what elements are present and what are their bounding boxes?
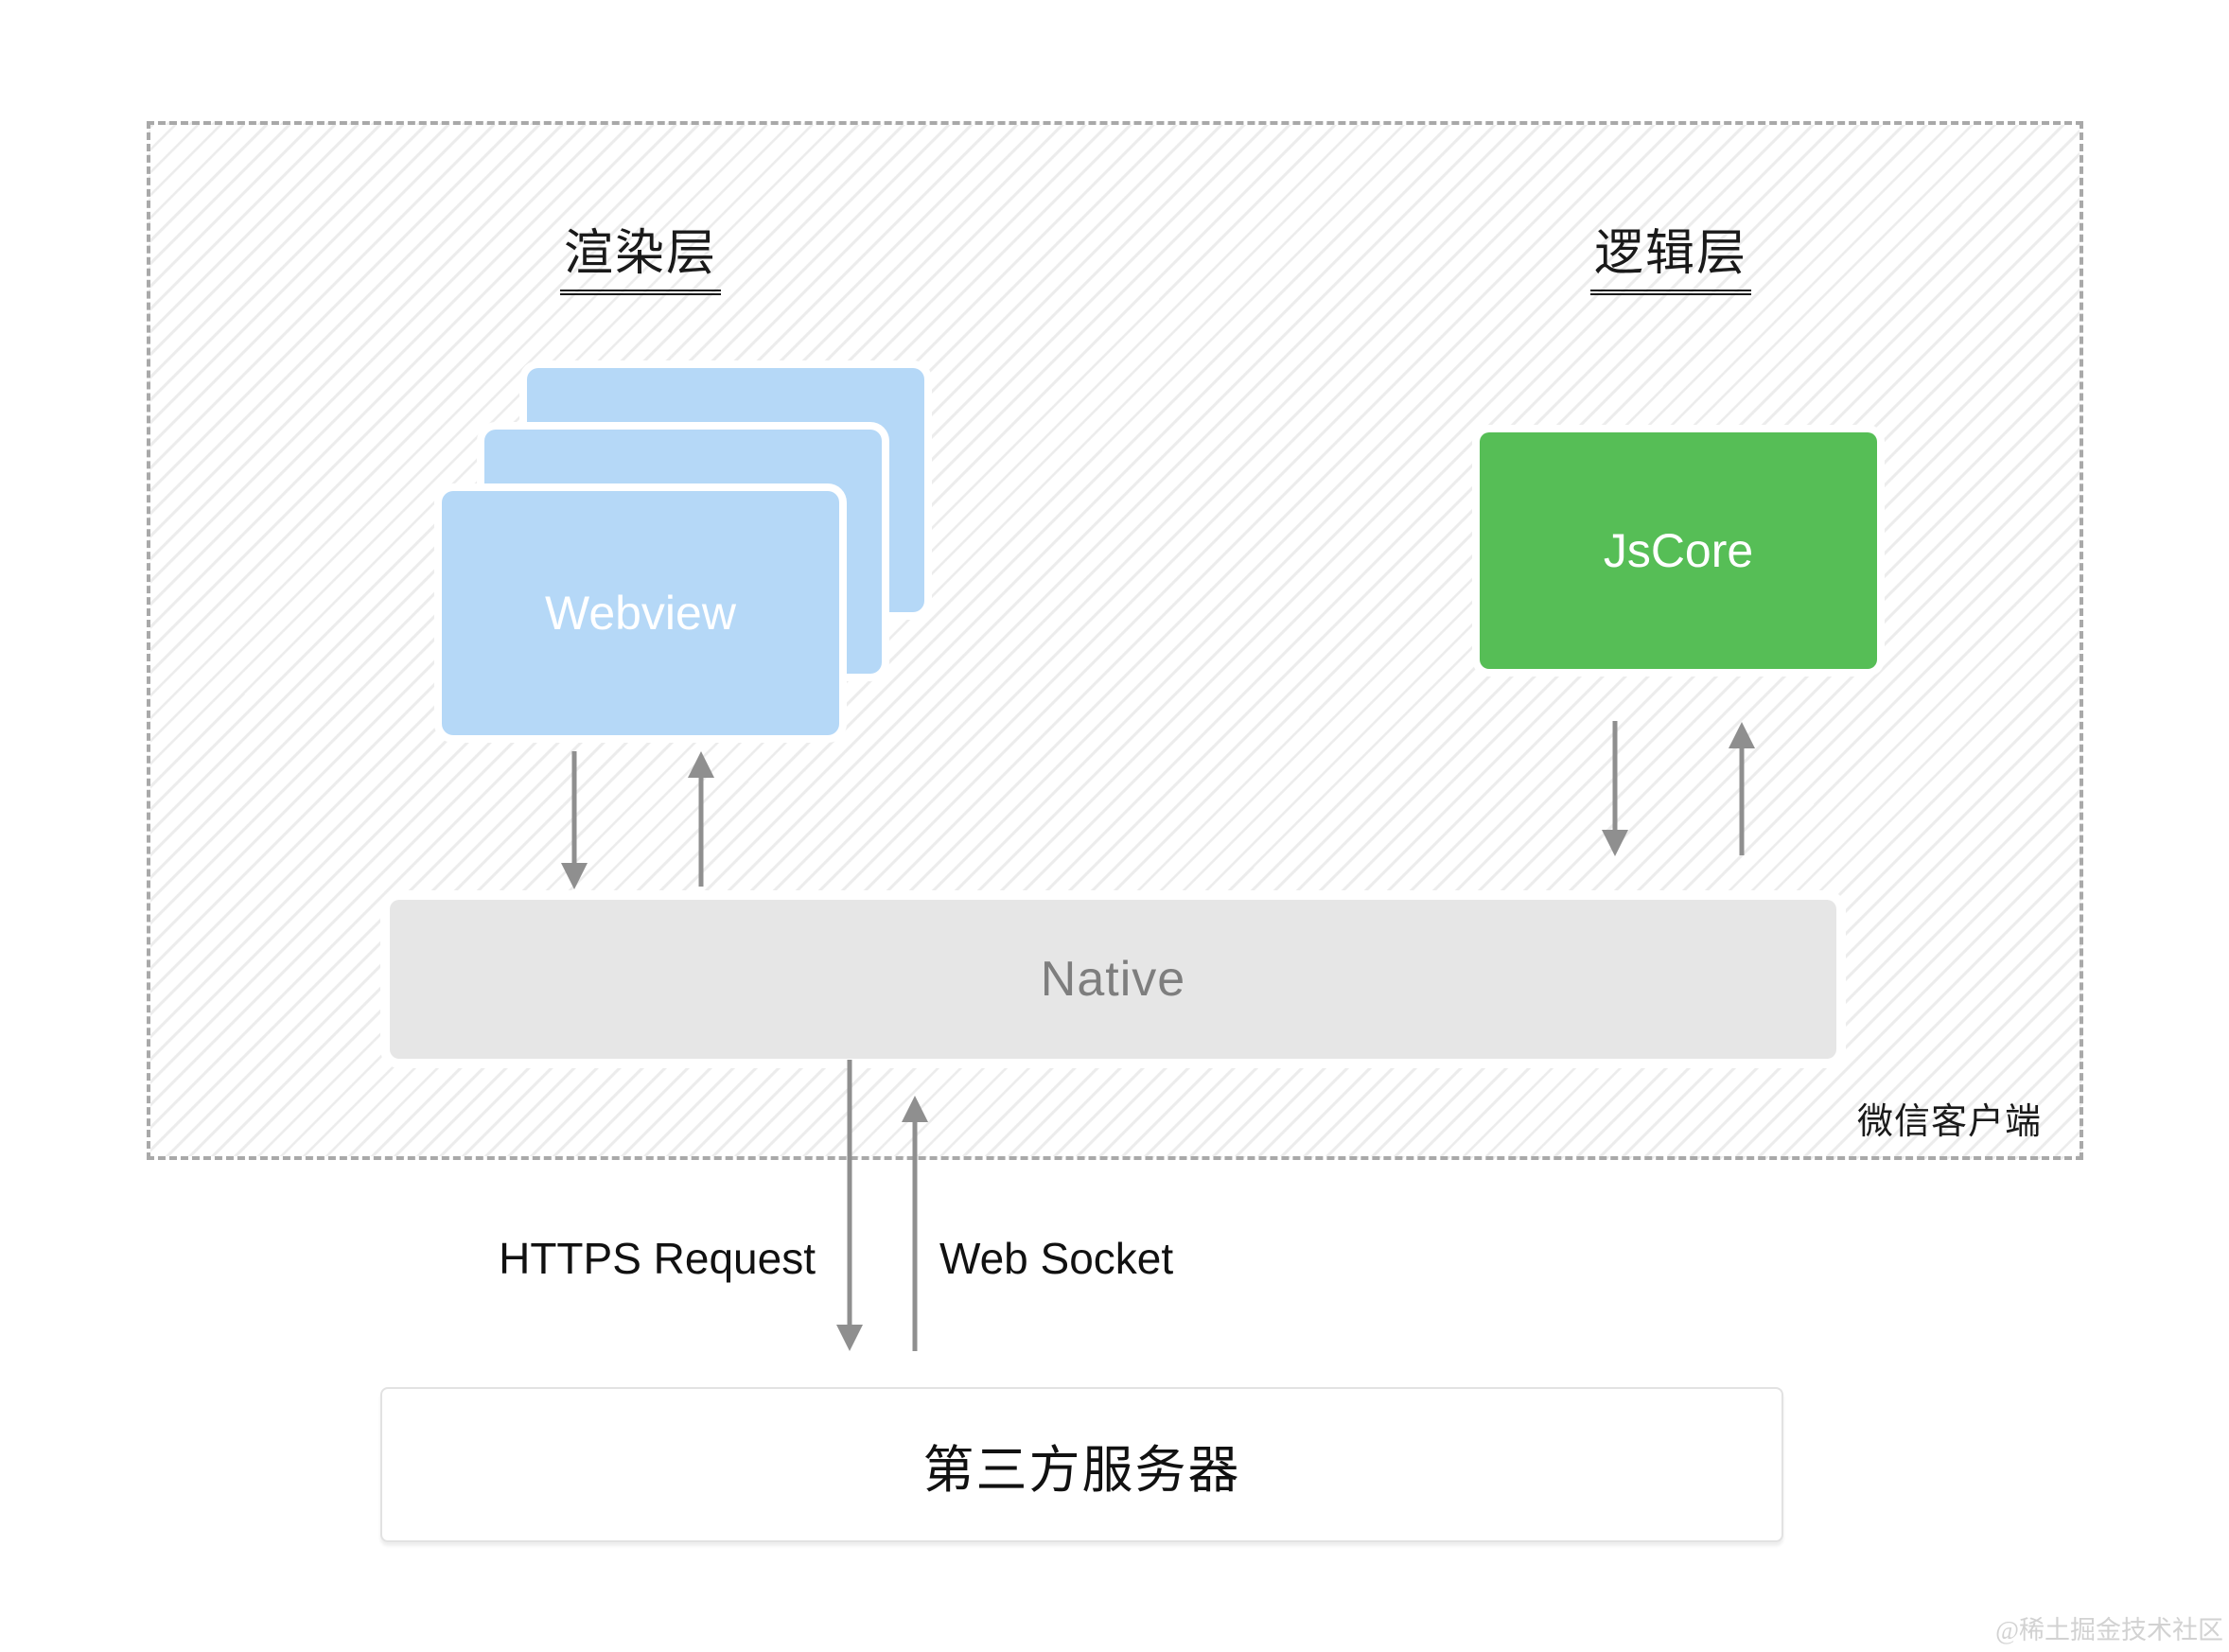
render-layer-title: 渲染层 — [559, 223, 722, 295]
native-box-label: Native — [1040, 952, 1186, 1007]
https-request-label: HTTPS Request — [499, 1234, 816, 1283]
websocket-label: Web Socket — [939, 1234, 1174, 1283]
arrow-shaft — [1739, 743, 1745, 855]
arrow-down-head-icon — [561, 863, 588, 889]
arrow-shaft — [571, 751, 577, 869]
websocket-arrow-icon — [902, 1096, 928, 1351]
webview-to-native-arrow-icon — [561, 751, 588, 889]
arrow-up-head-icon — [1729, 722, 1755, 748]
jscore-box-label: JsCore — [1603, 524, 1754, 577]
jscore-box: JsCore — [1480, 432, 1877, 669]
native-to-jscore-arrow-icon — [1729, 722, 1755, 855]
arrow-down-head-icon — [1602, 830, 1628, 856]
arrow-up-head-icon — [902, 1096, 928, 1122]
arrow-up-head-icon — [688, 751, 714, 778]
logic-layer-title: 逻辑层 — [1589, 223, 1752, 295]
third-party-server-box: 第三方服务器 — [380, 1387, 1783, 1542]
native-box: Native — [390, 900, 1836, 1059]
webview-box-label: Webview — [545, 587, 736, 640]
arrow-shaft — [847, 1060, 852, 1330]
arrow-shaft — [1612, 721, 1618, 835]
webview-box: Webview — [442, 491, 839, 735]
https-request-arrow-icon — [836, 1060, 863, 1351]
watermark-text: @稀土掘金技术社区 — [1995, 1616, 2223, 1644]
native-to-webview-arrow-icon — [688, 751, 714, 887]
wechat-client-label: 微信客户端 — [1856, 1102, 2042, 1142]
jscore-to-native-arrow-icon — [1602, 721, 1628, 856]
arrow-shaft — [912, 1116, 918, 1351]
arrow-down-head-icon — [836, 1325, 863, 1351]
arrow-shaft — [698, 772, 704, 887]
third-party-server-label: 第三方服务器 — [922, 1441, 1241, 1499]
wechat-client-container: 渲染层 逻辑层 Webview JsCore Native — [147, 121, 2083, 1160]
